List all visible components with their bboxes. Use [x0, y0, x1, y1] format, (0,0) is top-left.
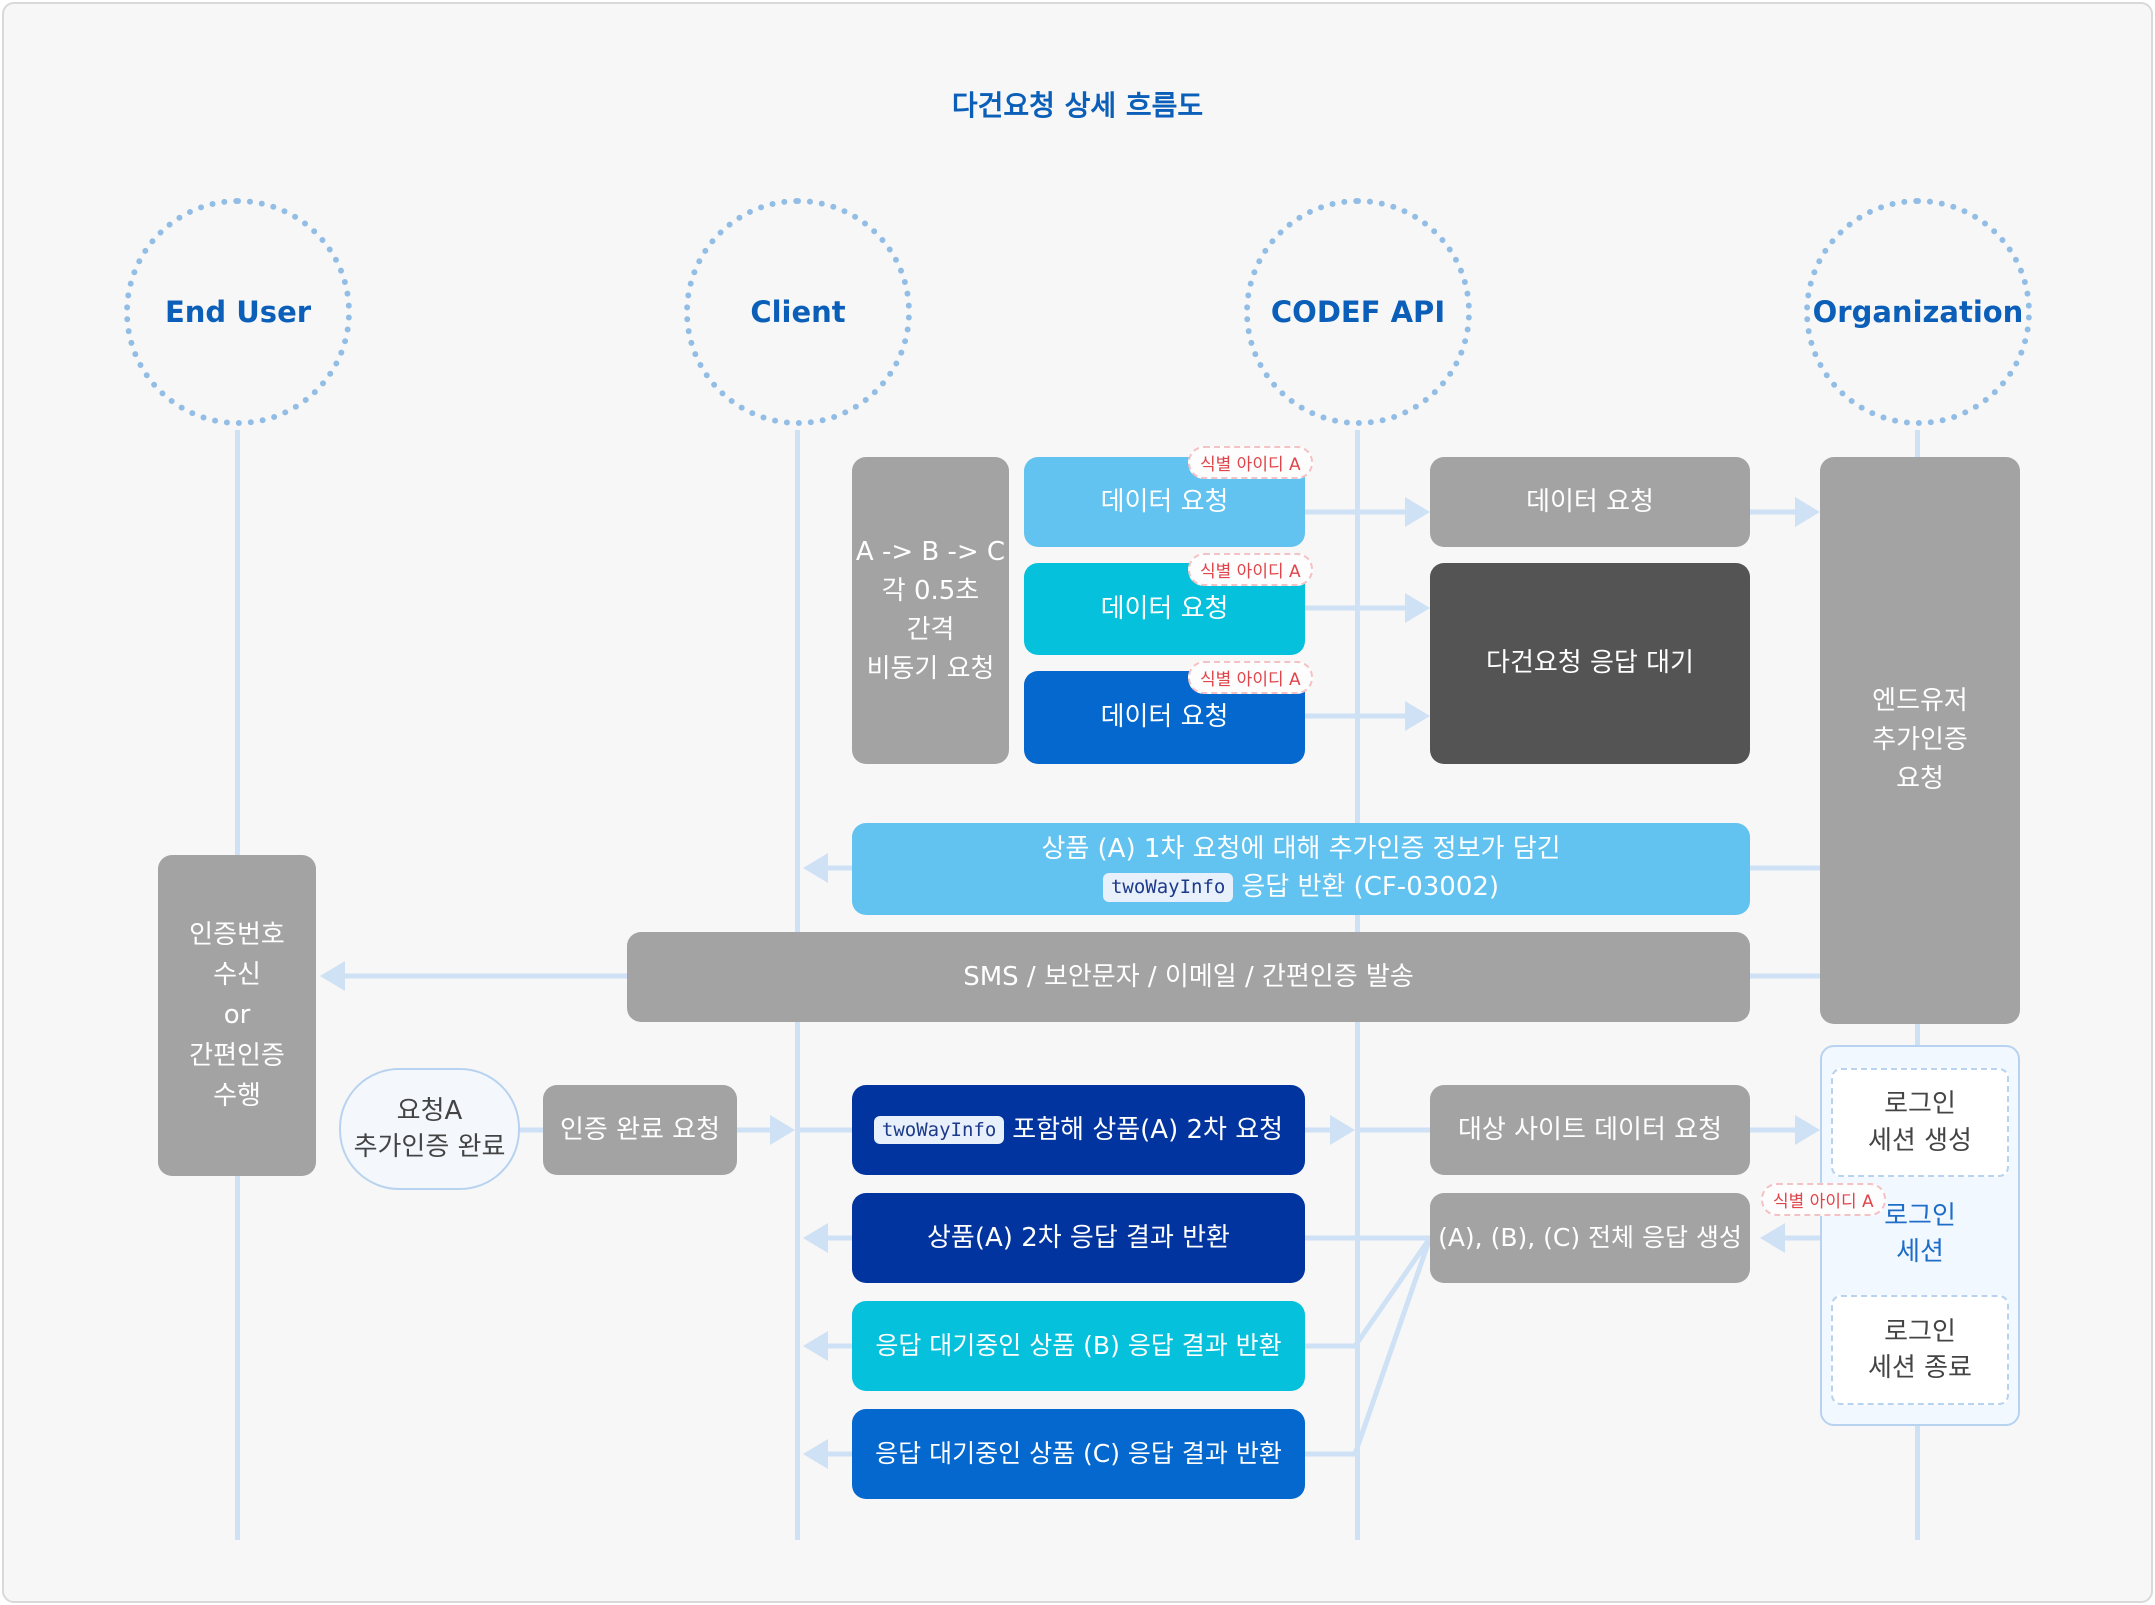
session-create-line: 로그인 [1884, 1089, 1956, 1120]
identifier-badge: 식별 아이디 A [1188, 553, 1313, 586]
api-wait-box: 다건요청 응답 대기 [1430, 563, 1750, 764]
sms-send-box: SMS / 보안문자 / 이메일 / 간편인증 발송 [627, 932, 1750, 1022]
identifier-badge: 식별 아이디 A [1188, 446, 1313, 479]
twowayinfo-chip: twoWayInfo [1102, 873, 1234, 902]
login-session-end-box: 로그인 세션 종료 [1831, 1295, 2009, 1405]
enduser-auth-line: 간편인증 [189, 1040, 285, 1071]
session-end-line: 로그인 [1884, 1316, 1956, 1347]
generate-all-responses-box: (A), (B), (C) 전체 응답 생성 [1430, 1193, 1750, 1283]
client-async-line: A -> B -> C [855, 536, 1006, 567]
return-b-box: 응답 대기중인 상품 (B) 응답 결과 반환 [852, 1301, 1305, 1391]
org-additional-auth-request-box: 엔드유저 추가인증 요청 [1820, 457, 2020, 1024]
lane-organization: Organization [1804, 198, 2032, 426]
return-c-box: 응답 대기중인 상품 (C) 응답 결과 반환 [852, 1409, 1305, 1499]
session-end-line: 세션 종료 [1868, 1353, 1972, 1383]
twowayinfo-chip: twoWayInfo [873, 1115, 1005, 1145]
pill-line: 추가인증 완료 [353, 1132, 506, 1162]
return-a-box: 상품(A) 2차 응답 결과 반환 [852, 1193, 1305, 1283]
enduser-auth-box: 인증번호 수신 or 간편인증 수행 [158, 855, 316, 1176]
session-line: 로그인 [1884, 1201, 1956, 1231]
login-session-create-box: 로그인 세션 생성 [1831, 1068, 2009, 1177]
twoway-response-line2: 응답 반환 (CF-03002) [1241, 872, 1500, 902]
enduser-auth-line: 수행 [213, 1080, 261, 1111]
client-async-line: 비동기 요청 [866, 653, 995, 684]
identifier-badge: 식별 아이디 A [1188, 661, 1313, 694]
diagram-title: 다건요청 상세 흐름도 [951, 89, 1204, 122]
session-line: 세션 [1896, 1237, 1944, 1268]
target-site-request-box: 대상 사이트 데이터 요청 [1430, 1085, 1750, 1175]
second-request-text: 포함해 상품(A) 2차 요청 [1012, 1114, 1284, 1145]
client-async-request-box: A -> B -> C 각 0.5초 간격 비동기 요청 [852, 457, 1009, 764]
request-a-auth-complete-pill: 요청A 추가인증 완료 [339, 1068, 520, 1190]
session-create-line: 세션 생성 [1868, 1125, 1972, 1156]
auth-complete-request-box: 인증 완료 요청 [543, 1085, 737, 1175]
client-async-line: 간격 [906, 614, 955, 645]
identifier-badge: 식별 아이디 A [1761, 1183, 1886, 1216]
enduser-auth-line: 인증번호 [189, 919, 285, 950]
client-async-line: 각 0.5초 [881, 575, 980, 606]
login-session-label: 로그인 세션 [1820, 1198, 2020, 1271]
lane-codef-api: CODEF API [1244, 198, 1472, 426]
enduser-auth-line: or [223, 1000, 251, 1031]
api-data-request-box: 데이터 요청 [1430, 457, 1750, 547]
org-request-line: 추가인증 [1872, 725, 1968, 755]
lane-client: Client [684, 198, 912, 426]
twoway-response-line1: 상품 (A) 1차 요청에 대해 추가인증 정보가 담긴 [1041, 834, 1561, 865]
org-request-line: 엔드유저 [1872, 686, 1968, 716]
enduser-auth-line: 수신 [213, 960, 261, 991]
org-request-line: 요청 [1896, 764, 1944, 794]
pill-line: 요청A [396, 1095, 463, 1126]
lane-end-user: End User [124, 198, 352, 426]
